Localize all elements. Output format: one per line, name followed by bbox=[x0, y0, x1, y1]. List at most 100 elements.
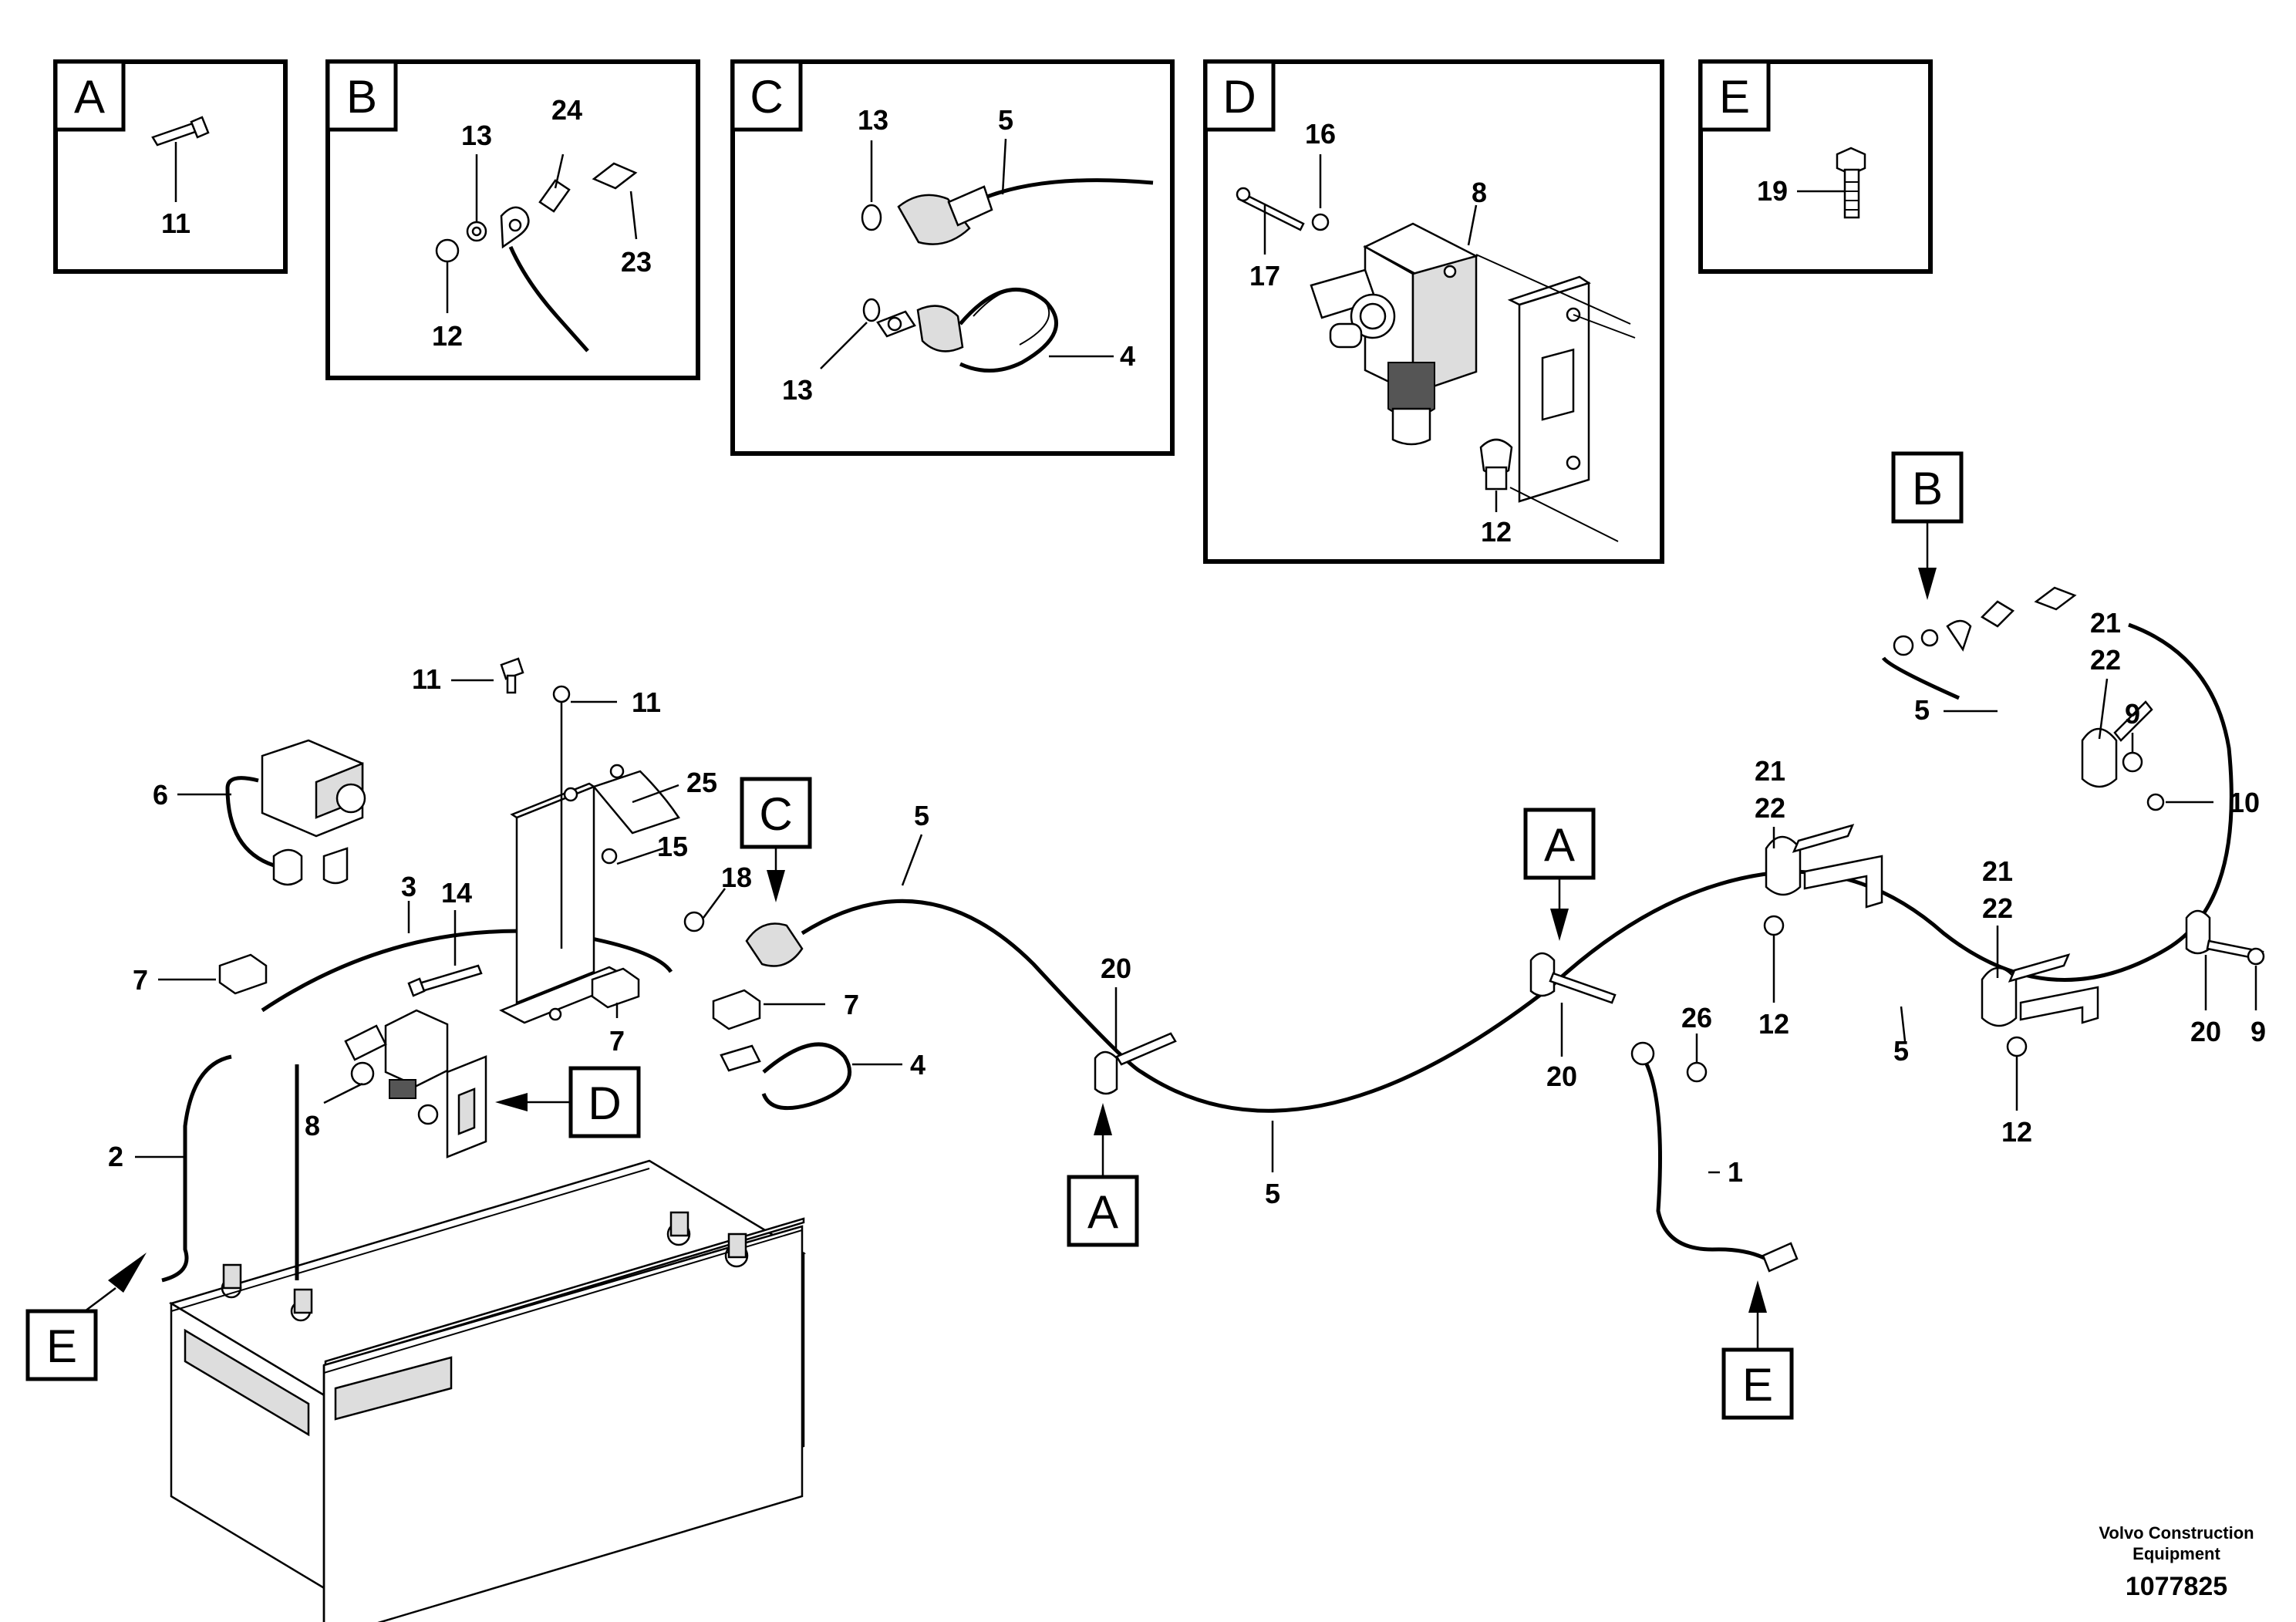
callout-label: 26 bbox=[1681, 1002, 1712, 1034]
callout-label: 23 bbox=[621, 246, 652, 278]
callout-label: 9 bbox=[2250, 1016, 2266, 1047]
callout-label: 1 bbox=[1728, 1156, 1743, 1188]
callout-label: 13 bbox=[858, 104, 888, 136]
clamp-20-b bbox=[1529, 952, 1617, 1004]
ring-terminal-b bbox=[1893, 586, 2077, 656]
detail-box-label: E bbox=[1719, 71, 1750, 123]
location-tag-label: E bbox=[46, 1320, 77, 1372]
callout-label: 5 bbox=[998, 104, 1013, 136]
callout-label: 11 bbox=[161, 207, 190, 239]
clamp-21-22-b bbox=[1981, 953, 2099, 1027]
mounting-bracket-icon bbox=[1479, 275, 1591, 503]
bolt-11-b bbox=[552, 685, 571, 949]
callout-label: 12 bbox=[1481, 516, 1512, 548]
drawing-number: 1077825 bbox=[2126, 1572, 2227, 1601]
callout-label: 11 bbox=[412, 663, 441, 695]
callout-label: 13 bbox=[461, 120, 492, 151]
callout-label: 4 bbox=[910, 1049, 925, 1081]
location-tag-a-right: A bbox=[1523, 808, 1596, 941]
callout-label: 5 bbox=[1914, 694, 1930, 726]
small-bracket bbox=[417, 1055, 487, 1158]
callout-label: 12 bbox=[1758, 1008, 1789, 1040]
battery-front bbox=[322, 1217, 805, 1622]
callout-label: 22 bbox=[1755, 792, 1785, 824]
location-tag-c: C bbox=[740, 777, 812, 902]
callout-label: 16 bbox=[1305, 118, 1336, 150]
nut-18 bbox=[683, 911, 705, 932]
leader-lines bbox=[135, 678, 2257, 1174]
callout-label: 10 bbox=[2229, 787, 2260, 818]
callout-label: 21 bbox=[1982, 855, 2013, 887]
callout-label: 24 bbox=[551, 94, 582, 126]
cable-4 bbox=[761, 1042, 852, 1111]
bolt-11-a bbox=[500, 657, 524, 694]
callout-label: 9 bbox=[2125, 698, 2140, 730]
screw-12-a bbox=[1763, 915, 1785, 936]
callout-label: 8 bbox=[305, 1110, 320, 1141]
location-tag-label: B bbox=[1912, 463, 1943, 514]
callout-label: 17 bbox=[1249, 260, 1280, 292]
ring-terminal-cable-icon bbox=[435, 162, 638, 352]
callout-label: 22 bbox=[1982, 892, 2013, 924]
detail-box-label: B bbox=[346, 71, 377, 123]
credit-line-2: Equipment bbox=[2132, 1544, 2220, 1563]
callout-label: 20 bbox=[1101, 953, 1131, 984]
callout-label: 11 bbox=[632, 686, 661, 718]
battery-terminals bbox=[222, 1211, 747, 1314]
detail-box-b: B 13 24 23 12 bbox=[325, 59, 700, 380]
hex-bolt-icon bbox=[1836, 147, 1866, 219]
callout-label: 3 bbox=[401, 871, 416, 902]
detail-box-label: D bbox=[1222, 71, 1256, 123]
connector-7-b bbox=[591, 967, 640, 1009]
location-tag-label: C bbox=[759, 788, 792, 840]
callout-label: 14 bbox=[441, 877, 472, 909]
location-tag-b: B bbox=[1891, 451, 1964, 600]
battery-disconnect-switch-icon bbox=[1236, 187, 1478, 446]
callout-label: 22 bbox=[2090, 644, 2121, 676]
location-tag-label: D bbox=[588, 1077, 621, 1129]
screw-26 bbox=[1686, 1061, 1708, 1083]
washer-15 bbox=[601, 848, 618, 865]
disconnect-switch-8 bbox=[344, 1009, 449, 1099]
detail-box-e: E 19 bbox=[1698, 59, 1933, 274]
callout-label: 8 bbox=[1472, 177, 1487, 208]
bracket-25 bbox=[499, 764, 680, 1024]
callout-label: 7 bbox=[844, 989, 859, 1020]
location-tag-a-left: A bbox=[1067, 1103, 1139, 1247]
credit-block: Volvo Construction Equipment 1077825 bbox=[2099, 1523, 2254, 1601]
callout-label: 19 bbox=[1757, 175, 1788, 207]
detail-box-c: C 13 5 13 4 bbox=[730, 59, 1175, 456]
callout-label: 25 bbox=[686, 767, 717, 798]
clamp-20-a bbox=[1094, 1032, 1177, 1095]
cable-boot-terminal-icon bbox=[861, 178, 1154, 245]
location-tag-label: E bbox=[1742, 1359, 1773, 1411]
screw-12-b bbox=[2006, 1036, 2028, 1057]
cable-2 bbox=[161, 1054, 232, 1283]
callout-label: 21 bbox=[1755, 755, 1785, 787]
callout-label: 13 bbox=[782, 374, 813, 406]
callout-label: 12 bbox=[2001, 1116, 2032, 1148]
callout-label: 21 bbox=[2090, 607, 2121, 639]
credit-line-1: Volvo Construction bbox=[2099, 1523, 2254, 1543]
main-assembly: 11 11 25 6 15 18 3 14 7 7 7 4 8 2 5 5 20… bbox=[25, 451, 2266, 1622]
location-tag-label: A bbox=[1544, 819, 1575, 871]
detail-box-d: D bbox=[1203, 59, 1664, 564]
cable-boot bbox=[745, 922, 804, 967]
callout-label: 5 bbox=[1893, 1035, 1909, 1067]
callout-label: 5 bbox=[914, 800, 929, 831]
screw-9-a bbox=[2122, 751, 2143, 773]
callout-label: 20 bbox=[2190, 1016, 2221, 1047]
location-tag-d: D bbox=[495, 1066, 641, 1138]
clamp-21-22-a bbox=[1765, 824, 1883, 909]
connector-7-a bbox=[218, 953, 268, 995]
callout-label: 20 bbox=[1546, 1061, 1577, 1092]
callout-label: 6 bbox=[153, 779, 168, 811]
connector-7-c bbox=[712, 989, 761, 1030]
location-tag-label: A bbox=[1087, 1186, 1118, 1238]
callout-label: 12 bbox=[432, 320, 463, 352]
ring-cable-terminal-icon bbox=[862, 288, 1059, 373]
cable-5-main bbox=[801, 622, 2234, 1113]
flange-bolt-icon bbox=[151, 116, 210, 147]
bolt-14 bbox=[415, 964, 483, 993]
detail-box-label: C bbox=[750, 71, 783, 123]
